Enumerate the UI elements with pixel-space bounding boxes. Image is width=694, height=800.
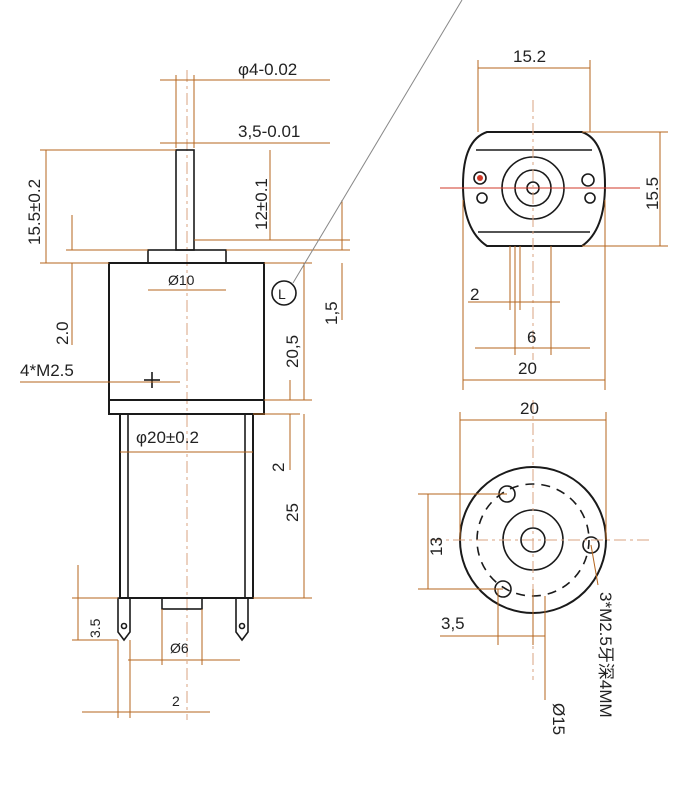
gearbox-end-view: 20 13 3,5 Ø15 3*M2.5牙深4MM <box>418 399 650 735</box>
terminal-width-label: 2 <box>172 693 180 709</box>
flat-length-label: 12±0.1 <box>252 178 271 230</box>
flat-width-label: 3,5-0.01 <box>238 122 300 141</box>
terminal-left-hole <box>120 622 128 630</box>
thread-note-label: 3*M2.5牙深4MM <box>596 592 615 718</box>
end-boss-diameter-label: Ø6 <box>170 640 189 656</box>
output-shaft <box>175 149 195 251</box>
hole-offset-label: 3,5 <box>441 614 465 633</box>
boss-diameter-label: Ø10 <box>168 272 195 288</box>
motor-end-view: 15.2 15.5 2 6 20 <box>440 47 668 390</box>
motor-end-outline <box>461 131 607 247</box>
shaft-length-label: 15.5±0.2 <box>25 179 44 245</box>
terminal-right <box>235 597 249 642</box>
body-diameter-label: φ20±0.2 <box>136 428 199 447</box>
label-symbol-text: L <box>278 286 286 302</box>
hole-spacing-label: 13 <box>427 537 446 556</box>
label-symbol-circle <box>271 280 297 306</box>
mount-hole-right <box>582 536 600 554</box>
leader-line <box>292 0 463 284</box>
gearbox-length-label: 20,5 <box>283 335 302 368</box>
mount-thread-label: 4*M2.5 <box>20 361 74 380</box>
end-boss <box>161 597 203 610</box>
terminal-right-hole <box>238 622 246 630</box>
terminal-length-label: 3.5 <box>87 618 103 638</box>
leader-thread-note <box>590 544 599 586</box>
motor-width-label: 15.2 <box>513 47 546 66</box>
flange-thickness-label: 2 <box>269 463 288 472</box>
motor-length-label: 25 <box>283 503 302 522</box>
boss-step-label: 1,5 <box>322 301 341 325</box>
motor-height-label: 15.5 <box>643 177 662 210</box>
center-boss-label: 6 <box>527 328 536 347</box>
shaft-diameter-label: φ4-0.02 <box>238 60 297 79</box>
outer-diameter-label: 20 <box>520 399 539 418</box>
terminal-hole-left <box>473 171 487 185</box>
terminal-marker <box>477 175 483 181</box>
overall-width-label: 20 <box>518 359 537 378</box>
terminal-hole-right-lower <box>584 192 596 204</box>
terminal-hole-right <box>581 173 595 187</box>
terminal-left <box>117 597 131 642</box>
boss-height-label: 2.0 <box>53 321 72 345</box>
terminal-hole-left-lower <box>476 192 488 204</box>
pitch-diameter-label: Ø15 <box>549 703 568 735</box>
side-view: φ4-0.02 3,5-0.01 15.5±0.2 12±0.1 2.0 Ø10… <box>20 0 463 720</box>
terminal-offset-label: 2 <box>470 285 479 304</box>
